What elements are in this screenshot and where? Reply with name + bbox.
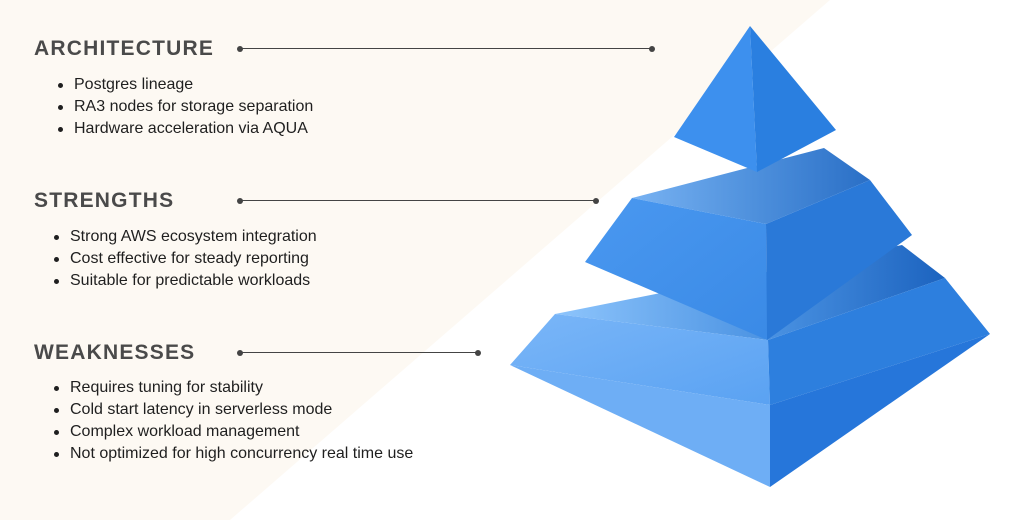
section-architecture: ARCHITECTURE (34, 37, 214, 61)
list-item: Suitable for predictable workloads (52, 270, 317, 292)
list-item: Requires tuning for stability (52, 377, 413, 399)
tier-middle-top-face (632, 148, 870, 224)
section-heading-strengths: STRENGTHS (34, 189, 175, 212)
section-heading-weaknesses: WEAKNESSES (34, 341, 196, 364)
section-heading-architecture: ARCHITECTURE (34, 37, 215, 60)
tier-middle-right-face (766, 180, 912, 340)
connector-dot-end (649, 45, 655, 52)
connector-line-weaknesses (237, 349, 481, 356)
tier-bottom-front-face (510, 365, 770, 487)
connector-dot-end (475, 349, 481, 356)
list-item: Strong AWS ecosystem integration (52, 226, 317, 248)
connector-dot-start (237, 197, 243, 204)
tier-top-left-face (674, 26, 757, 172)
pyramid-tier-top (674, 26, 836, 172)
list-item: Complex workload management (52, 421, 413, 443)
tier-bottom-right-face (768, 278, 990, 405)
architecture-bullet-list: Postgres lineage RA3 nodes for storage s… (56, 74, 313, 140)
tier-bottom-left-face (510, 314, 770, 405)
connector-dot-start (237, 349, 243, 356)
pyramid-tier-middle (585, 148, 912, 340)
tier-top-right-face (750, 26, 836, 172)
connector-dot-start (237, 45, 243, 52)
list-item: Postgres lineage (56, 74, 313, 96)
list-item: Hardware acceleration via AQUA (56, 118, 313, 140)
list-item: Not optimized for high concurrency real … (52, 443, 413, 465)
section-weaknesses: WEAKNESSES (34, 341, 195, 365)
section-strengths: STRENGTHS (34, 189, 174, 213)
pyramid-tier-bottom (510, 245, 990, 487)
list-item: Cold start latency in serverless mode (52, 399, 413, 421)
weaknesses-bullet-list: Requires tuning for stability Cold start… (52, 377, 413, 465)
list-item: RA3 nodes for storage separation (56, 96, 313, 118)
tier-bottom-right-front (770, 334, 990, 487)
list-item: Cost effective for steady reporting (52, 248, 317, 270)
strengths-bullet-list: Strong AWS ecosystem integration Cost ef… (52, 226, 317, 292)
connector-line-strengths (237, 197, 599, 204)
tier-middle-left-face (585, 198, 767, 340)
connector-line-architecture (237, 45, 655, 52)
connector-dot-end (593, 197, 599, 204)
